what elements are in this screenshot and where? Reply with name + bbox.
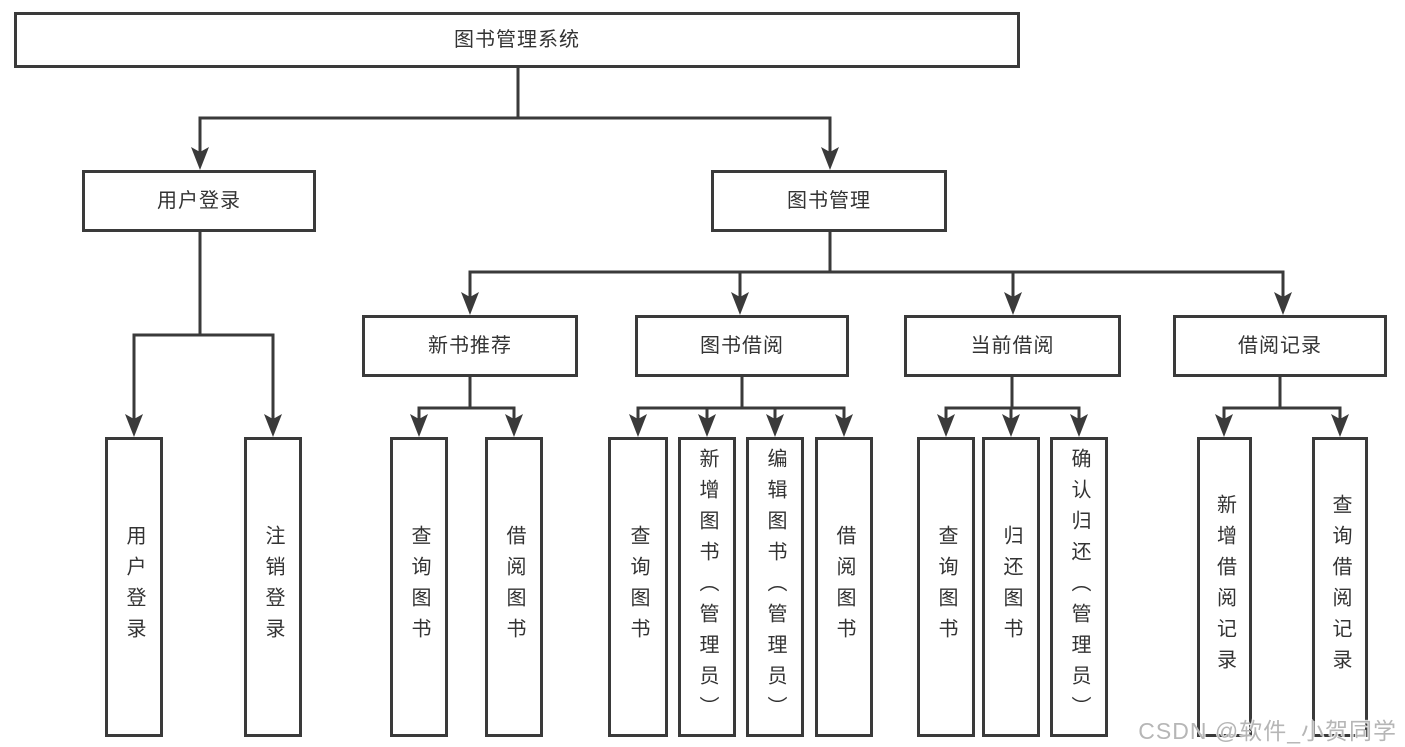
arrow-icon bbox=[191, 147, 209, 170]
arrow-icon bbox=[835, 414, 853, 437]
leaf-label: 借阅图书 bbox=[503, 525, 525, 649]
leaf-label: 新增图书（管理员） bbox=[696, 447, 718, 727]
node-book-borrow-label: 图书借阅 bbox=[700, 335, 784, 357]
node-leaf-confirm-return-admin: 确认归还（管理员） bbox=[1050, 437, 1108, 737]
csdn-watermark: CSDN @软件_小贺同学 bbox=[1138, 718, 1397, 744]
leaf-label: 查询图书 bbox=[408, 525, 430, 649]
wire-book-borrow bbox=[636, 377, 846, 421]
node-leaf-borrow-books-2: 借阅图书 bbox=[815, 437, 873, 737]
node-new-book-recommend: 新书推荐 bbox=[362, 315, 578, 377]
leaf-label: 归还图书 bbox=[1000, 525, 1022, 649]
leaf-label: 确认归还（管理员） bbox=[1068, 447, 1090, 727]
arrow-icon bbox=[1274, 292, 1292, 315]
node-borrow-records: 借阅记录 bbox=[1173, 315, 1387, 377]
node-borrow-records-label: 借阅记录 bbox=[1238, 335, 1322, 357]
wire-root bbox=[198, 68, 832, 152]
arrow-icon bbox=[410, 414, 428, 437]
arrow-icon bbox=[461, 292, 479, 315]
node-leaf-logout: 注销登录 bbox=[244, 437, 302, 737]
wire-current-borrow bbox=[944, 377, 1081, 421]
arrow-icon bbox=[264, 414, 282, 437]
node-leaf-user-login: 用户登录 bbox=[105, 437, 163, 737]
node-leaf-query-books-3: 查询图书 bbox=[917, 437, 975, 737]
node-book-borrow: 图书借阅 bbox=[635, 315, 849, 377]
leaf-label: 借阅图书 bbox=[833, 525, 855, 649]
node-user-login: 用户登录 bbox=[82, 170, 316, 232]
node-leaf-borrow-books-1: 借阅图书 bbox=[485, 437, 543, 737]
leaf-label: 查询借阅记录 bbox=[1329, 494, 1351, 680]
arrow-icon bbox=[505, 414, 523, 437]
arrow-icon bbox=[1004, 292, 1022, 315]
arrow-icon bbox=[698, 414, 716, 437]
arrow-icon bbox=[937, 414, 955, 437]
arrow-icon bbox=[731, 292, 749, 315]
wire-new-book-recommend bbox=[417, 377, 516, 421]
node-book-management-label: 图书管理 bbox=[787, 190, 871, 212]
node-leaf-query-books-1: 查询图书 bbox=[390, 437, 448, 737]
leaf-label: 查询图书 bbox=[935, 525, 957, 649]
arrow-icon bbox=[766, 414, 784, 437]
node-leaf-query-borrow-record: 查询借阅记录 bbox=[1312, 437, 1368, 737]
node-root: 图书管理系统 bbox=[14, 12, 1020, 68]
arrow-icon bbox=[821, 147, 839, 170]
leaf-label: 用户登录 bbox=[123, 525, 145, 649]
node-leaf-query-books-2: 查询图书 bbox=[608, 437, 668, 737]
node-user-login-label: 用户登录 bbox=[157, 190, 241, 212]
node-new-book-recommend-label: 新书推荐 bbox=[428, 335, 512, 357]
node-current-borrow-label: 当前借阅 bbox=[970, 335, 1055, 357]
node-current-borrow: 当前借阅 bbox=[904, 315, 1121, 377]
wire-borrow-records bbox=[1222, 377, 1342, 421]
arrow-icon bbox=[1215, 414, 1233, 437]
leaf-label: 查询图书 bbox=[627, 525, 649, 649]
wire-user-login bbox=[132, 232, 275, 421]
node-book-management: 图书管理 bbox=[711, 170, 947, 232]
arrow-icon bbox=[1002, 414, 1020, 437]
node-leaf-add-books-admin: 新增图书（管理员） bbox=[678, 437, 736, 737]
arrow-icon bbox=[125, 414, 143, 437]
leaf-label: 注销登录 bbox=[262, 525, 284, 649]
arrowheads bbox=[125, 147, 1349, 437]
node-leaf-return-books: 归还图书 bbox=[982, 437, 1040, 737]
leaf-label: 新增借阅记录 bbox=[1213, 494, 1236, 680]
arrow-icon bbox=[1070, 414, 1088, 437]
wire-book-management bbox=[468, 232, 1285, 299]
arrow-icon bbox=[1331, 414, 1349, 437]
arrow-icon bbox=[629, 414, 647, 437]
node-leaf-add-borrow-record: 新增借阅记录 bbox=[1197, 437, 1252, 737]
leaf-label: 编辑图书（管理员） bbox=[764, 447, 786, 727]
node-root-label: 图书管理系统 bbox=[454, 29, 580, 51]
node-leaf-edit-books-admin: 编辑图书（管理员） bbox=[746, 437, 804, 737]
